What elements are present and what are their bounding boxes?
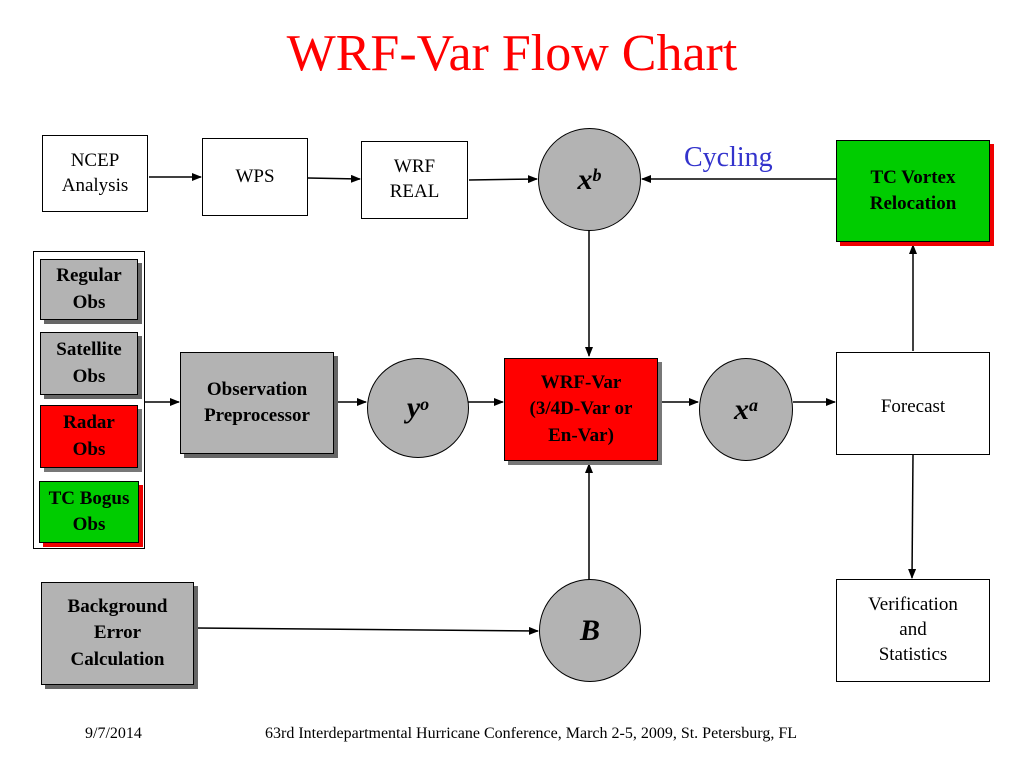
- edge-forecast-verification: [908, 454, 917, 579]
- edge-wps-wrfreal: [307, 174, 361, 183]
- node-verification-statistics: Verification and Statistics: [836, 579, 990, 682]
- xa-superscript: a: [749, 395, 758, 415]
- node-background-error-calculation: Background Error Calculation: [41, 582, 194, 685]
- yo-superscript: o: [420, 393, 430, 414]
- node-wrf-var: WRF-Var (3/4D-Var or En-Var): [504, 358, 658, 461]
- node-tc-bogus-obs: TC Bogus Obs: [39, 481, 139, 543]
- node-tc-vortex-relocation: TC Vortex Relocation: [836, 140, 990, 242]
- node-forecast: Forecast: [836, 352, 990, 455]
- edge-bgerror-b: [195, 626, 539, 635]
- cycling-label: Cycling: [684, 142, 773, 173]
- xb-superscript: b: [592, 165, 602, 185]
- node-radar-obs: Radar Obs: [40, 405, 138, 468]
- yo-symbol: y: [406, 391, 421, 424]
- edge-wrfreal-xb: [468, 175, 538, 184]
- footer-conference: 63rd Interdepartmental Hurricane Confere…: [265, 725, 797, 742]
- slide-title: WRF-Var Flow Chart: [286, 25, 738, 82]
- xa-symbol: x: [734, 392, 749, 426]
- node-wps: WPS: [202, 138, 308, 216]
- node-b: B: [539, 579, 641, 682]
- node-satellite-obs: Satellite Obs: [40, 332, 138, 395]
- node-regular-obs: Regular Obs: [40, 259, 138, 320]
- node-wrf-real: WRF REAL: [361, 141, 468, 219]
- node-ncep-analysis: NCEP Analysis: [42, 135, 148, 212]
- b-symbol: B: [579, 613, 600, 647]
- footer-date: 9/7/2014: [85, 725, 142, 742]
- node-observation-preprocessor: Observation Preprocessor: [180, 352, 334, 454]
- xb-symbol: x: [577, 162, 593, 196]
